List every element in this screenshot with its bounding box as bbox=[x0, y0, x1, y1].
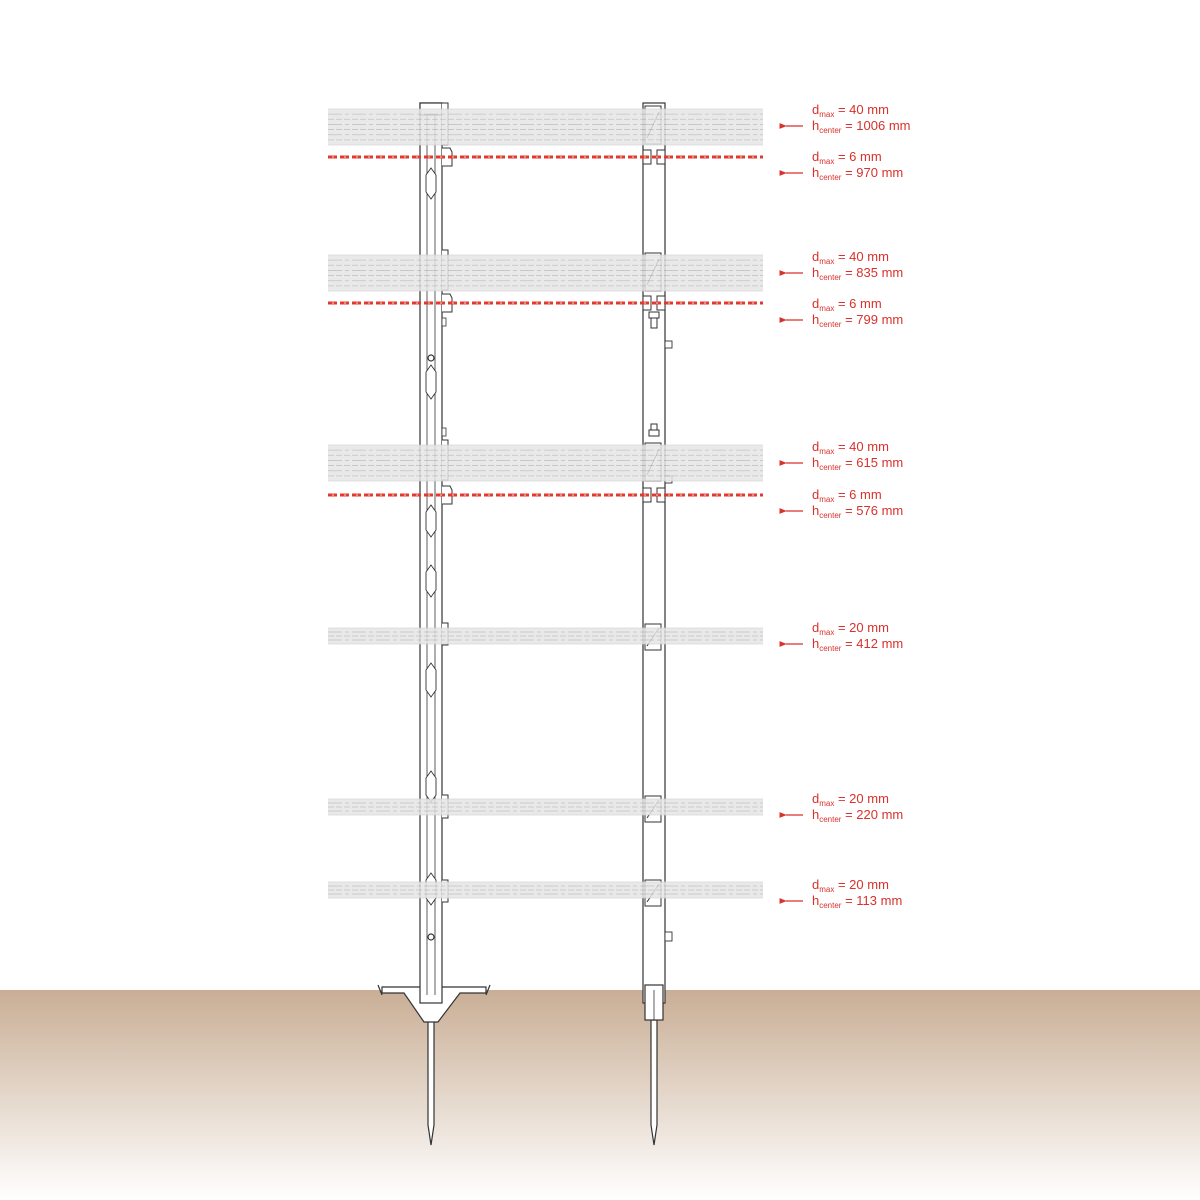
d-max-label: dmax = 6 mm bbox=[812, 487, 882, 504]
tape-conductor bbox=[328, 108, 763, 146]
h-center-label: hcenter = 1006 mm bbox=[812, 118, 910, 135]
left-post-shaft bbox=[419, 102, 443, 1004]
h-center-label: hcenter = 799 mm bbox=[812, 312, 903, 329]
d-max-label: dmax = 20 mm bbox=[812, 791, 889, 808]
h-center-label: hcenter = 615 mm bbox=[812, 455, 903, 472]
tape-conductor bbox=[328, 881, 763, 899]
h-center-label: hcenter = 835 mm bbox=[812, 265, 903, 282]
h-center-label: hcenter = 970 mm bbox=[812, 165, 903, 182]
tape-conductor bbox=[328, 798, 763, 816]
h-center-label: hcenter = 412 mm bbox=[812, 636, 903, 653]
conductors bbox=[328, 108, 763, 899]
d-max-label: dmax = 6 mm bbox=[812, 296, 882, 313]
left-post-foot-plate bbox=[381, 986, 487, 1023]
right-post-spike bbox=[650, 1019, 658, 1146]
tape-conductor bbox=[328, 627, 763, 645]
d-max-label: dmax = 6 mm bbox=[812, 149, 882, 166]
d-max-label: dmax = 40 mm bbox=[812, 249, 889, 266]
h-center-label: hcenter = 576 mm bbox=[812, 503, 903, 520]
h-center-label: hcenter = 220 mm bbox=[812, 807, 903, 824]
h-center-label: hcenter = 113 mm bbox=[812, 893, 902, 910]
left-post-clips bbox=[442, 102, 453, 903]
tape-conductor bbox=[328, 444, 763, 482]
d-max-label: dmax = 40 mm bbox=[812, 439, 889, 456]
d-max-label: dmax = 20 mm bbox=[812, 877, 889, 894]
ground bbox=[0, 990, 1200, 1200]
right-post-shaft bbox=[642, 102, 666, 1004]
d-max-label: dmax = 40 mm bbox=[812, 102, 889, 119]
d-max-label: dmax = 20 mm bbox=[812, 620, 889, 637]
left-post-spike bbox=[427, 1019, 435, 1146]
tape-conductor bbox=[328, 254, 763, 292]
